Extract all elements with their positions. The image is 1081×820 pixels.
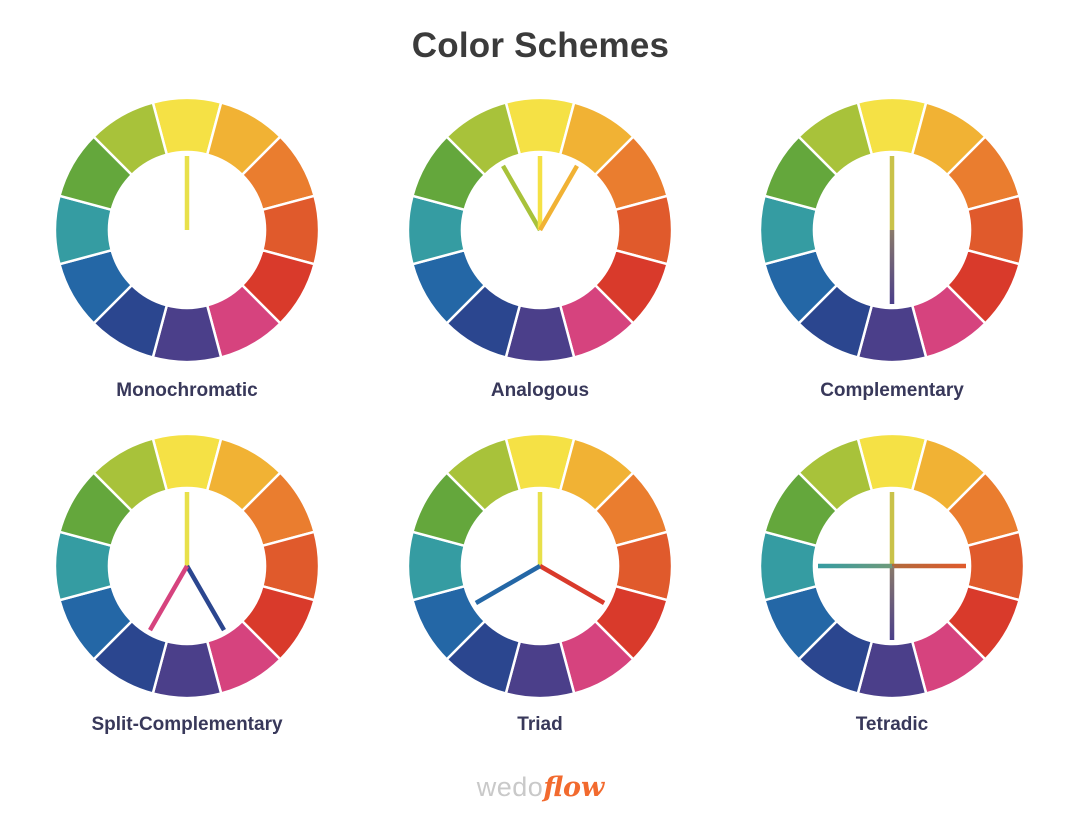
color-wheel-svg <box>758 96 1026 364</box>
wheel-segment <box>445 101 522 177</box>
color-wheel-svg <box>53 96 321 364</box>
scheme-line <box>148 564 189 632</box>
color-wheel-tetradic <box>757 431 1027 701</box>
logo-text-wedo: wedo <box>476 772 544 802</box>
scheme-label-tetradic: Tetradic <box>855 714 929 735</box>
wheel-segment <box>797 101 874 177</box>
color-wheel-analogous <box>405 95 675 365</box>
scheme-line <box>538 564 606 605</box>
wedoflow-logo: wedoflow <box>0 772 1081 803</box>
scheme-label-analogous: Analogous <box>490 380 590 401</box>
wheel-segment <box>92 101 169 177</box>
color-wheel-svg <box>53 432 321 700</box>
scheme-label-split-complementary: Split-Complementary <box>91 714 283 735</box>
page-title: Color Schemes <box>411 26 670 65</box>
scheme-line <box>474 564 542 605</box>
color-wheel-triad <box>405 431 675 701</box>
color-wheel-svg <box>758 432 1026 700</box>
wheel-segment <box>445 437 522 513</box>
color-wheel-monochromatic <box>52 95 322 365</box>
scheme-label-monochromatic: Monochromatic <box>116 380 258 401</box>
scheme-label-complementary: Complementary <box>820 380 964 401</box>
scheme-line <box>538 164 579 232</box>
wheel-segment <box>92 437 169 513</box>
logo-text-flow: flow <box>543 772 605 803</box>
color-wheel-svg <box>406 432 674 700</box>
scheme-line <box>185 564 226 632</box>
scheme-label-triad: Triad <box>517 714 563 735</box>
wheel-segment <box>797 437 874 513</box>
color-wheel-split-complementary <box>52 431 322 701</box>
scheme-line <box>501 164 542 232</box>
color-wheel-svg <box>406 96 674 364</box>
color-wheel-complementary <box>757 95 1027 365</box>
